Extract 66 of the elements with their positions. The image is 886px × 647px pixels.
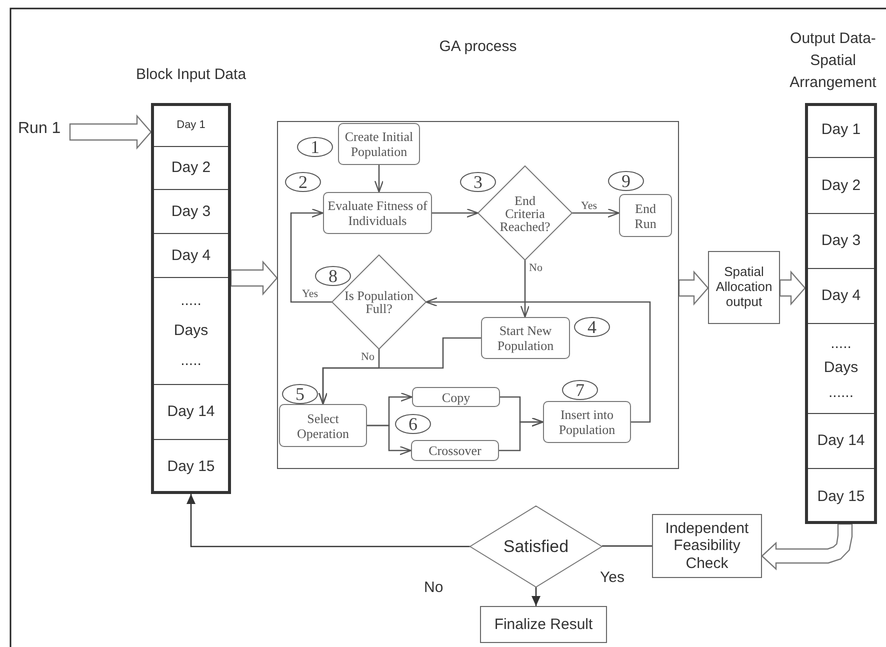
day-cell: Day 15	[805, 469, 877, 524]
cell-text: .....	[830, 334, 852, 354]
decision-diamond: Satisfied	[470, 506, 602, 587]
step-number: 7	[562, 380, 598, 400]
process-box: End Run	[619, 194, 672, 237]
arrow	[432, 208, 479, 218]
block-arrow	[678, 270, 709, 306]
arrow	[318, 337, 481, 405]
cell-text: Days	[174, 321, 208, 341]
process-box: Independent Feasibility Check	[652, 514, 762, 578]
column-heading: Output Data- Spatial Arrangement	[788, 29, 878, 93]
day-cell: Day 1	[805, 103, 877, 158]
step-number: 3	[460, 172, 496, 192]
day-cell: Day 14	[151, 385, 231, 440]
day-cell: Day 2	[151, 147, 231, 190]
arrow	[374, 165, 384, 193]
day-cell: Day 4	[805, 269, 877, 324]
process-box: Crossover	[411, 440, 499, 461]
arrow	[532, 587, 540, 606]
cell-text: ......	[828, 382, 854, 403]
day-cell: Day 1	[151, 103, 231, 147]
step-number: 1	[297, 137, 333, 157]
edge-label: Yes	[302, 289, 318, 300]
day-cell: Day 14	[805, 414, 877, 469]
arrow	[425, 297, 651, 423]
step-number: 4	[574, 317, 610, 337]
edge-label: No	[361, 352, 374, 363]
edge-label: No	[424, 580, 444, 595]
process-box: Spatial Allocation output	[708, 251, 780, 324]
day-cell: Day 2	[805, 158, 877, 214]
step-number: 2	[285, 172, 321, 192]
arrow	[367, 424, 412, 456]
process-box: Finalize Result	[480, 606, 607, 643]
connector-line	[602, 545, 652, 547]
run-label: Run 1	[18, 120, 70, 142]
process-box: Create Initial Population	[338, 123, 420, 165]
cell-text: Days	[824, 358, 858, 378]
edge-label: No	[529, 263, 542, 274]
process-box: Insert into Population	[543, 401, 631, 443]
process-box: Copy	[412, 387, 500, 407]
edge-label: Yes	[600, 570, 624, 585]
arrow	[290, 208, 332, 303]
arrow	[186, 494, 470, 548]
process-box: Start New Population	[481, 317, 570, 359]
cell-text: .....	[180, 351, 202, 371]
day-cell: Day 15	[151, 440, 231, 494]
process-box: Select Operation	[279, 404, 367, 447]
day-cell: Day 4	[151, 234, 231, 278]
step-number: 5	[282, 384, 318, 404]
block-arrow	[761, 523, 853, 570]
column-heading: Block Input Data	[134, 65, 248, 85]
panel-heading: GA process	[438, 37, 518, 57]
arrow	[520, 260, 530, 318]
day-cell: Day 3	[805, 214, 877, 269]
block-arrow	[779, 270, 806, 306]
arrow	[499, 417, 544, 452]
arrow	[572, 208, 620, 218]
edge-label: Yes	[581, 201, 598, 212]
step-number: 8	[315, 266, 351, 286]
process-box: Evaluate Fitness of Individuals	[323, 192, 432, 234]
block-arrow	[69, 114, 152, 150]
step-number: 6	[395, 414, 431, 434]
cell-text: .....	[180, 291, 202, 311]
day-cell: Day 3	[151, 190, 231, 234]
block-arrow	[230, 260, 278, 296]
step-number: 9	[608, 171, 644, 191]
